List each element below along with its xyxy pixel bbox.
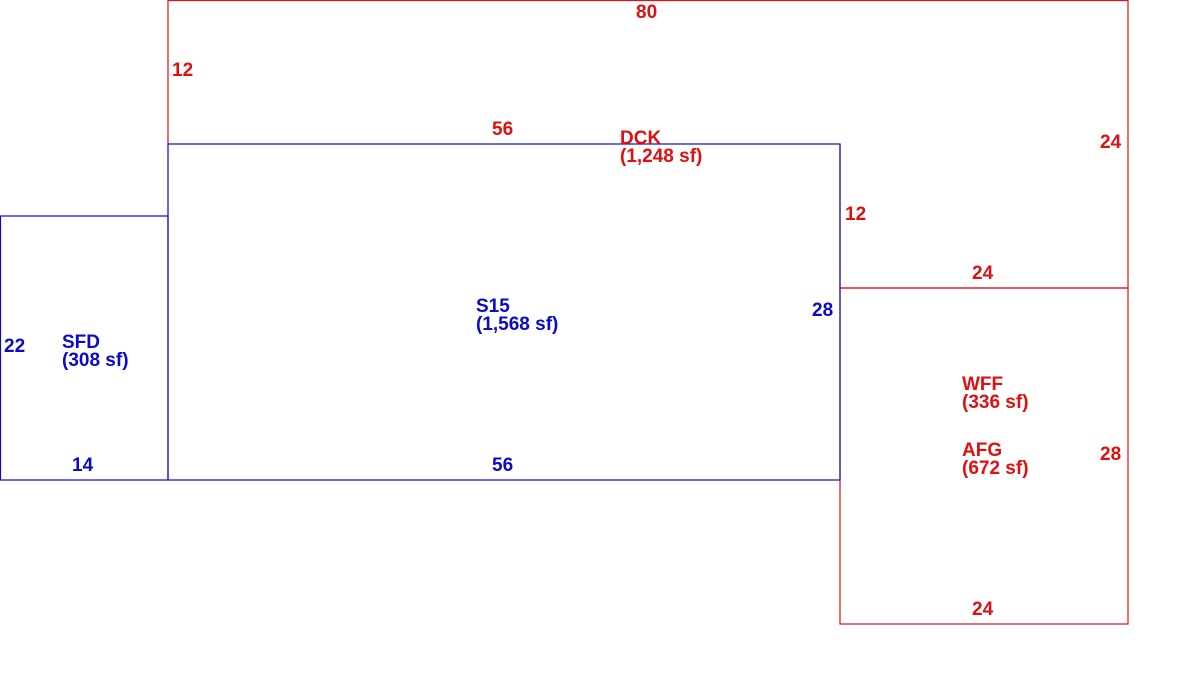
dck-inner-right-dimension: 12: [845, 204, 867, 225]
sfd-area-label: SFD (308 sf): [62, 332, 129, 371]
s15-area: (1,568 sf): [476, 314, 559, 335]
afg-area-label: AFG (672 sf): [962, 440, 1029, 479]
s15-outline: [167, 143, 841, 481]
wff-area: (336 sf): [962, 392, 1029, 413]
afg-area: (672 sf): [962, 458, 1029, 479]
s15-area-label: S15 (1,568 sf): [476, 296, 559, 335]
s15-code: S15: [476, 296, 510, 317]
afg-bottom-dimension: 24: [972, 599, 994, 620]
sfd-area: (308 sf): [62, 350, 129, 371]
s15-bottom-dimension: 56: [492, 455, 514, 476]
afg-code: AFG: [962, 440, 1003, 461]
dck-top-dimension: 80: [636, 2, 658, 23]
afg-right-dimension: 28: [1100, 444, 1122, 465]
s15-right-dimension: 28: [812, 300, 834, 321]
dck-area: (1,248 sf): [620, 146, 703, 167]
wff-code: WFF: [962, 374, 1004, 395]
wff-area-label: WFF (336 sf): [962, 374, 1029, 413]
sfd-bottom-dimension: 14: [72, 455, 94, 476]
dck-inner-bottom-dimension: 24: [972, 263, 994, 284]
dck-right-dimension: 24: [1100, 132, 1122, 153]
dck-code: DCK: [620, 128, 662, 149]
dck-area-label: DCK (1,248 sf): [620, 128, 703, 167]
dck-s15-top-dimension: 56: [492, 119, 514, 140]
dck-left-dimension: 12: [172, 60, 194, 81]
sfd-left-dimension: 22: [4, 336, 26, 357]
sfd-code: SFD: [62, 332, 100, 353]
